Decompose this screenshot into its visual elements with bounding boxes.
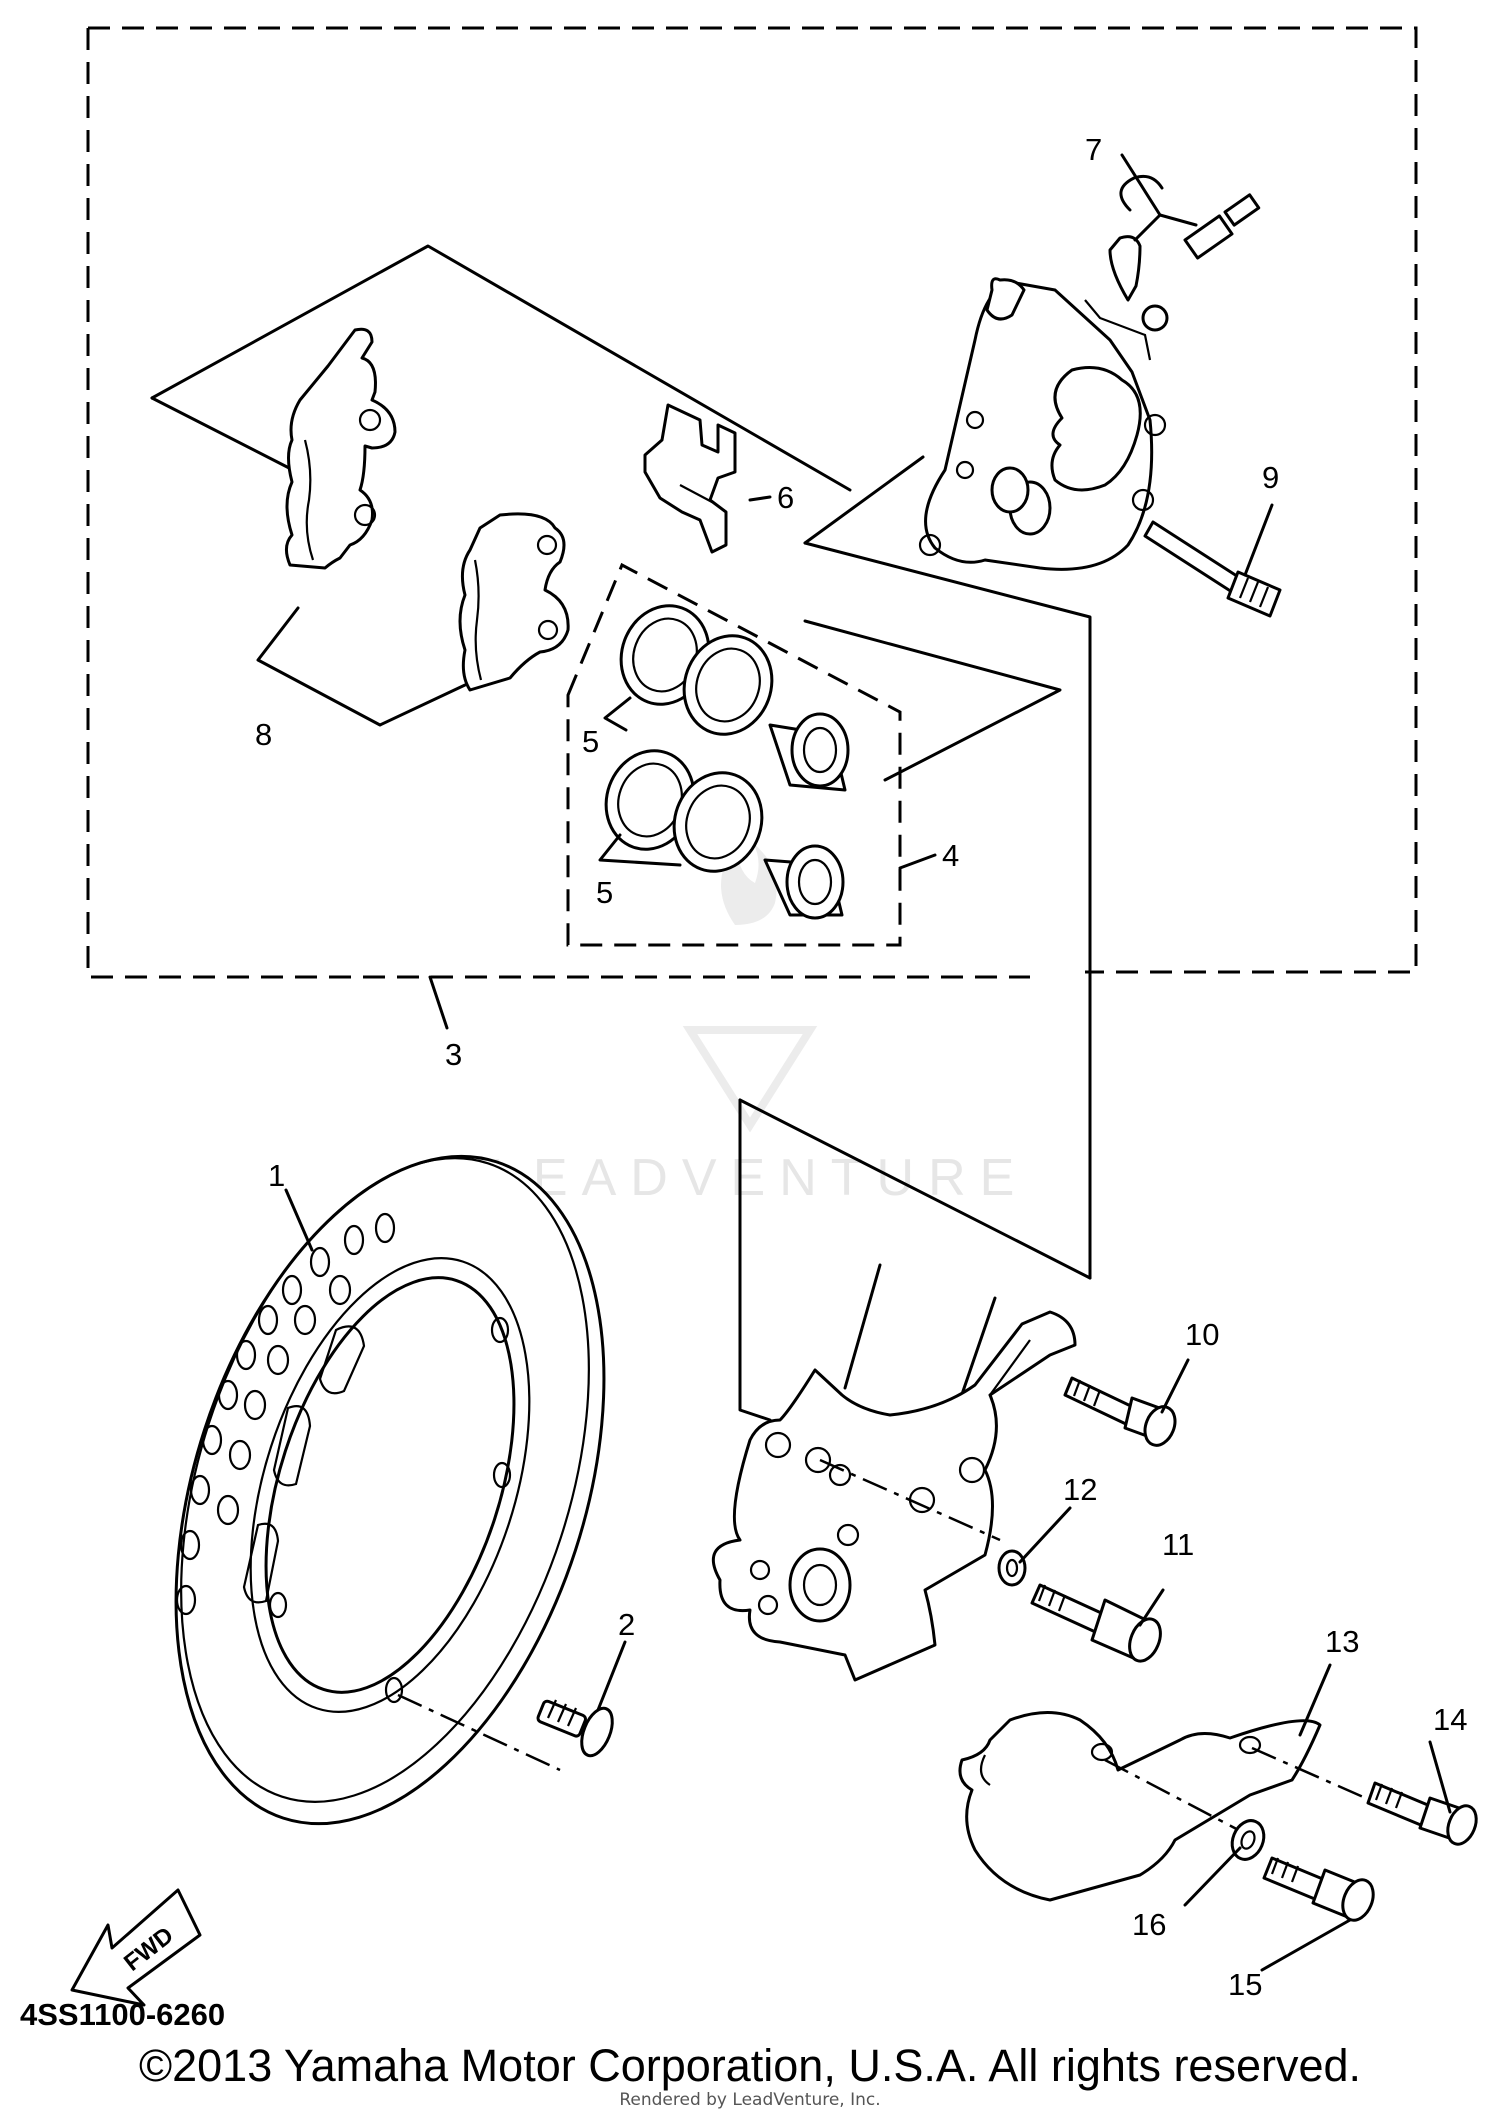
copyright-notice: ©2013 Yamaha Motor Corporation, U.S.A. A… [138, 2040, 1362, 2091]
callout-1: 1 [268, 1158, 285, 1193]
callout-9: 9 [1262, 460, 1279, 495]
seal-kit-outline [566, 562, 937, 947]
brake-pads [285, 327, 570, 692]
callout-2: 2 [618, 1607, 635, 1642]
bolt-14 [1366, 1781, 1478, 1846]
callout-6: 6 [777, 480, 794, 515]
caliper-assembly-outline [86, 26, 1418, 1030]
disc-holes [175, 1212, 512, 1704]
callout-5b: 5 [596, 875, 613, 910]
callout-3: 3 [445, 1037, 462, 1072]
watermark-text: LEADVENTURE [490, 1149, 1028, 1207]
disc-bolt-line [397, 1693, 561, 1772]
callout-7: 7 [1085, 132, 1102, 167]
callout-4: 4 [942, 838, 959, 873]
disc-bolt [536, 1699, 614, 1758]
callout-5a: 5 [582, 724, 599, 759]
callout-10: 10 [1185, 1317, 1219, 1352]
pistons [763, 712, 850, 920]
bleeder-screw [1108, 174, 1261, 332]
callout-13: 13 [1325, 1624, 1359, 1659]
disc-guard [958, 1711, 1322, 1902]
caliper-body [918, 277, 1167, 571]
callout-leaders [284, 153, 1452, 1972]
bolt-10 [1063, 1376, 1177, 1447]
callout-12: 12 [1063, 1472, 1097, 1507]
watermark: LEADVENTURE [490, 843, 1028, 1207]
brake-disc [174, 1154, 606, 1826]
washer-12 [997, 1549, 1027, 1587]
callout-8: 8 [255, 717, 272, 752]
bolt-15 [1262, 1856, 1375, 1922]
callout-15: 15 [1228, 1967, 1262, 2002]
callout-14: 14 [1433, 1702, 1467, 1737]
fork-leg [711, 1263, 1077, 1682]
callout-11: 11 [1162, 1527, 1194, 1562]
callout-labels: 1 2 3 4 5 5 6 7 8 9 10 11 12 13 14 15 16 [255, 132, 1467, 2002]
caliper-pin [1143, 520, 1282, 618]
bracket-bolt-lines [819, 1458, 1001, 1542]
callout-16: 16 [1132, 1907, 1166, 1942]
pad-spring [643, 403, 737, 554]
diagram-code: 4SS1100-6260 [20, 1997, 225, 2032]
rendered-by-notice: Rendered by LeadVenture, Inc. [619, 2090, 881, 2110]
piston-seals [598, 604, 774, 873]
guide-lines [150, 244, 1092, 1422]
bolt-11 [1030, 1583, 1162, 1663]
pad-bracket-line [256, 606, 467, 727]
guard-bolt-lines [1104, 1746, 1371, 1837]
fwd-arrow: FWD [70, 1888, 202, 2007]
